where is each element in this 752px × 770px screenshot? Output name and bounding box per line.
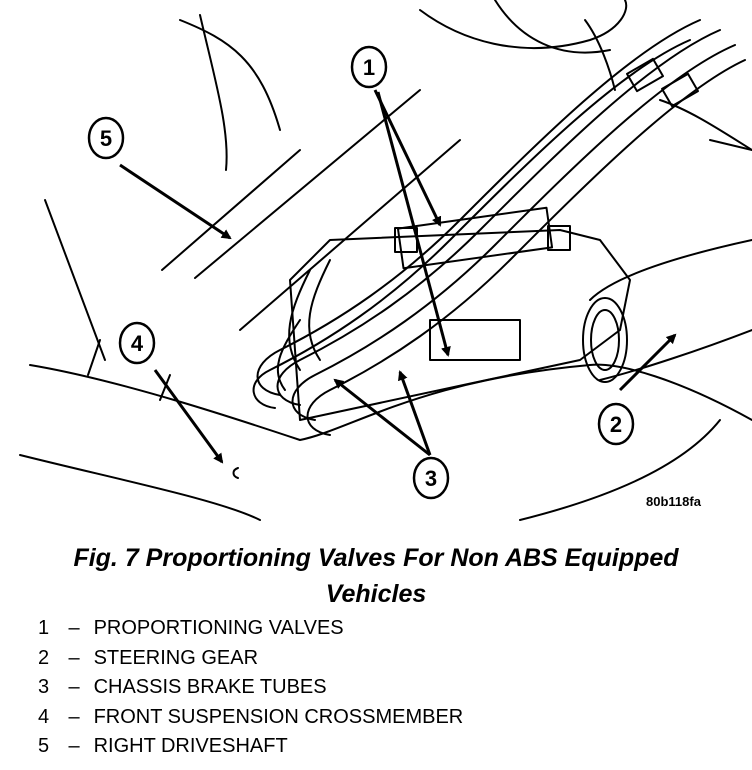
callout-label-3: 3 [425,466,437,491]
legend-label: PROPORTIONING VALVES [93,617,344,639]
upper-body-outline [179,19,281,131]
proportioning-valve-illustration: 1 2 3 4 5 80b118fa [19,0,752,521]
callout-circle-4 [118,321,156,365]
brake-tube [256,19,701,396]
leader-arrow-1 [376,91,451,357]
line-drawing: 1 2 3 4 5 [19,0,752,521]
legend-number: 1 [38,617,50,639]
callout-label-2: 2 [610,412,622,437]
steering-gear-end [582,297,628,383]
brake-tube [288,269,311,371]
legend-number: 4 [38,705,50,728]
upper-arc [419,0,628,50]
steering-gear-housing [589,239,752,301]
fender-curve [584,19,616,91]
legend-label: CHASSIS BRAKE TUBES [93,676,327,698]
leader-arrow-1 [373,89,442,227]
brake-tube [276,319,301,391]
leader-arrow-4 [153,369,224,464]
legend-dash: – [68,735,80,757]
legend-dash: – [68,646,80,669]
upper-arc-inner [494,0,611,54]
brake-tube [308,259,331,361]
legend-item: 5– RIGHT DRIVESHAFT [38,732,463,762]
callout-circle-2 [597,402,635,446]
callout-circle-5 [87,116,125,160]
legend-label: RIGHT DRIVESHAFT [93,735,288,757]
tube-fitting [626,57,664,93]
callout-circle-3 [412,456,450,500]
legend-item: 3– CHASSIS BRAKE TUBES [38,673,463,703]
legend-label: STEERING GEAR [93,646,259,669]
driveshaft-line [239,139,461,331]
crossmember-bolt [232,467,239,479]
brake-tube [291,44,736,421]
callout-circle-1 [350,45,388,89]
driveshaft-line [161,149,301,271]
legend-number: 2 [38,646,50,669]
callout-label-5: 5 [100,126,112,151]
legend-item: 4– FRONT SUSPENSION CROSSMEMBER [38,703,463,733]
tire-outline [199,14,228,171]
tube-nut [547,225,571,251]
leader-arrow-2 [618,333,677,392]
driveshaft-line [194,89,421,279]
leader-arrow-3 [333,378,431,457]
steering-gear-end-inner [590,309,620,371]
tube-fitting [661,72,699,108]
figure-caption-continued: Vehicles [325,580,427,608]
crossmember-right [519,419,721,521]
figure-id: 80b118fa [646,494,701,509]
legend-label: FRONT SUSPENSION CROSSMEMBER [93,705,464,728]
legend-item: 2– STEERING GEAR [38,644,463,674]
crossmember-lower [19,454,261,521]
legend-number: 3 [38,676,50,698]
steering-gear-housing [599,329,752,381]
legend-item: 1– PROPORTIONING VALVES [38,614,463,644]
callout-label-1: 1 [363,55,375,80]
callout-label-4: 4 [131,331,144,356]
brake-tube [276,29,721,406]
legend-dash: – [68,676,80,698]
valve-block [429,319,521,361]
brake-tube [252,39,691,409]
bracket [289,229,631,421]
brake-tube [306,59,746,436]
legend-dash: – [68,617,80,639]
crossmember-outline [29,363,752,441]
leader-arrow-3 [398,370,432,456]
leader-arrow-5 [119,163,232,240]
legend-list: 1– PROPORTIONING VALVES 2– STEERING GEAR… [38,614,463,762]
legend-dash: – [68,705,80,728]
legend-number: 5 [38,735,50,757]
figure-caption: Fig. 7 Proportioning Valves For Non ABS … [73,544,679,572]
